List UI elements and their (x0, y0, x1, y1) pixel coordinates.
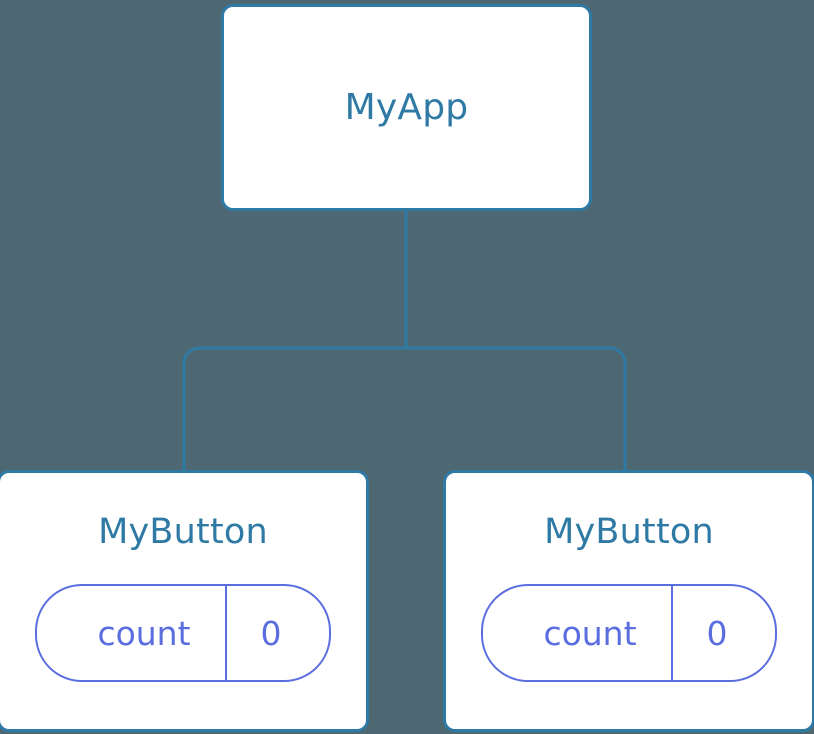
edge-fork-right (406, 346, 627, 470)
node-title: MyApp (344, 86, 469, 128)
node-title: MyButton (544, 512, 714, 552)
node-root-myapp[interactable]: MyApp (221, 4, 592, 211)
edge-fork-left (182, 346, 406, 470)
state-value: 0 (671, 586, 775, 680)
state-pill[interactable]: count 0 (481, 584, 777, 682)
state-pill[interactable]: count 0 (35, 584, 331, 682)
state-key: count (97, 613, 191, 653)
node-child-mybutton-1[interactable]: MyButton count 0 (0, 470, 369, 732)
state-value: 0 (225, 586, 329, 680)
node-child-mybutton-2[interactable]: MyButton count 0 (443, 470, 814, 732)
node-title: MyButton (98, 512, 268, 552)
state-key: count (543, 613, 637, 653)
